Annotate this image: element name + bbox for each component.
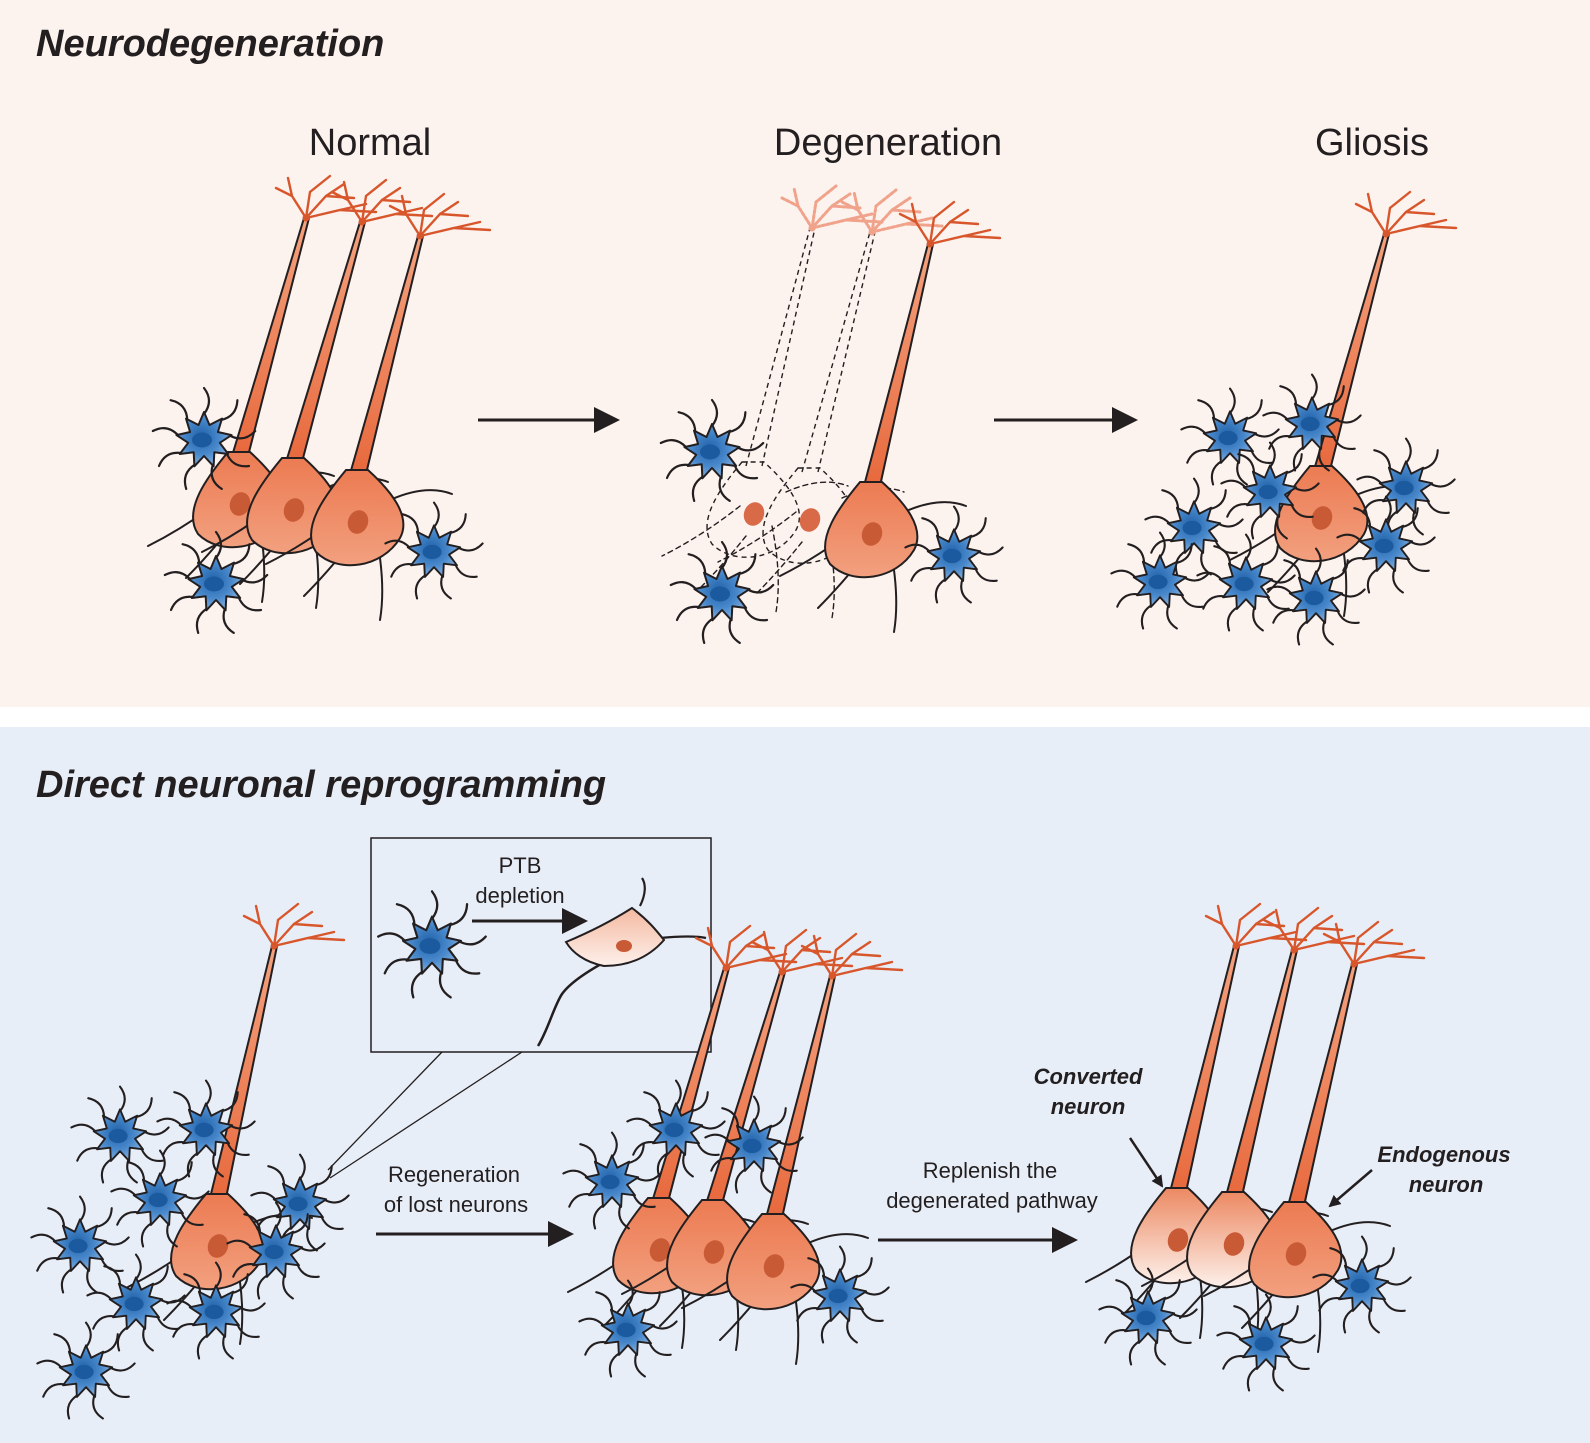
astrocyte-gliosis-5 bbox=[1356, 437, 1456, 536]
replenish-label-line2: degenerated pathway bbox=[886, 1188, 1098, 1213]
astrocyte-degeneration-3 bbox=[904, 505, 1004, 604]
stage-label-gliosis: Gliosis bbox=[1315, 122, 1429, 164]
astrocyte-regenerated-1 bbox=[626, 1079, 726, 1178]
bottom-panel-title: Direct neuronal reprogramming bbox=[36, 764, 606, 806]
astrocyte-reprogram-left-7 bbox=[86, 1253, 186, 1352]
top-panel-title: Neurodegeneration bbox=[36, 23, 384, 65]
inset-converted-neuron bbox=[536, 877, 707, 1047]
astrocyte-reprogram-left-6 bbox=[226, 1201, 326, 1300]
astrocyte-replenished-1 bbox=[1098, 1267, 1198, 1366]
converted-neuron-pointer bbox=[1128, 1137, 1164, 1188]
astrocyte-regenerated-2 bbox=[704, 1095, 804, 1194]
converted-neuron-label-line1: Converted bbox=[1034, 1064, 1143, 1089]
astrocyte-regenerated-3 bbox=[562, 1131, 662, 1230]
neuron-reprogram-left bbox=[125, 902, 346, 1345]
astrocyte-normal-3 bbox=[384, 501, 484, 600]
astrocyte-reprogram-left-2 bbox=[156, 1079, 256, 1178]
astrocyte-gliosis-8 bbox=[1266, 547, 1366, 646]
astrocyte-reprogram-left-5 bbox=[30, 1195, 130, 1294]
astrocyte-reprogram-left-1 bbox=[70, 1085, 170, 1184]
endogenous-neuron-label-line2: neuron bbox=[1409, 1172, 1484, 1197]
endogenous-neuron-label-line1: Endogenous bbox=[1377, 1142, 1510, 1167]
astrocyte-replenished-2 bbox=[1216, 1293, 1316, 1392]
astrocyte-degeneration-2 bbox=[669, 540, 775, 644]
neuron-surviving bbox=[779, 200, 1002, 633]
neuron-degenerated-2 bbox=[717, 188, 944, 619]
astrocyte-reprogram-left-4 bbox=[250, 1153, 350, 1252]
inset-callout-line-left bbox=[327, 1051, 443, 1171]
regeneration-label-line2: of lost neurons bbox=[384, 1192, 528, 1217]
endogenous-neuron-pointer bbox=[1328, 1169, 1373, 1208]
astrocyte-reprogram-left-3 bbox=[110, 1149, 210, 1248]
neuron-degenerated-1 bbox=[661, 184, 884, 613]
regeneration-label-line1: Regeneration bbox=[388, 1162, 520, 1187]
astrocyte-reprogram-left-9 bbox=[36, 1321, 136, 1420]
inset-callout-line-right bbox=[329, 1051, 523, 1179]
neuron-endogenous bbox=[1203, 920, 1426, 1353]
cells-layer bbox=[30, 174, 1458, 1420]
astrocyte-gliosis-3 bbox=[1220, 441, 1320, 540]
astrocyte-degeneration-1 bbox=[659, 398, 765, 502]
astrocyte-gliosis-7 bbox=[1196, 533, 1296, 632]
astrocyte-reprogram-left-8 bbox=[166, 1261, 266, 1360]
stage-label-normal: Normal bbox=[309, 122, 431, 164]
astrocyte-gliosis-6 bbox=[1110, 531, 1210, 630]
astrocyte-replenished-3 bbox=[1312, 1235, 1412, 1334]
astrocyte-regenerated-4 bbox=[790, 1245, 890, 1344]
astrocyte-gliosis-9 bbox=[1336, 495, 1436, 594]
converted-neuron-label-line2: neuron bbox=[1051, 1094, 1126, 1119]
astrocyte-normal-1 bbox=[151, 386, 257, 490]
inset-label-line1: PTB bbox=[499, 853, 542, 878]
neuron-normal-3 bbox=[265, 192, 492, 621]
replenish-label-line1: Replenish the bbox=[923, 1158, 1058, 1183]
stage-label-degeneration: Degeneration bbox=[774, 122, 1002, 164]
astrocyte-regenerated-5 bbox=[578, 1279, 678, 1378]
astrocyte-normal-2 bbox=[163, 530, 269, 634]
inset-astrocyte bbox=[377, 890, 487, 999]
astrocyte-gliosis-1 bbox=[1180, 387, 1280, 486]
astrocyte-gliosis-2 bbox=[1262, 373, 1362, 472]
inset-label-line2: depletion bbox=[475, 883, 564, 908]
